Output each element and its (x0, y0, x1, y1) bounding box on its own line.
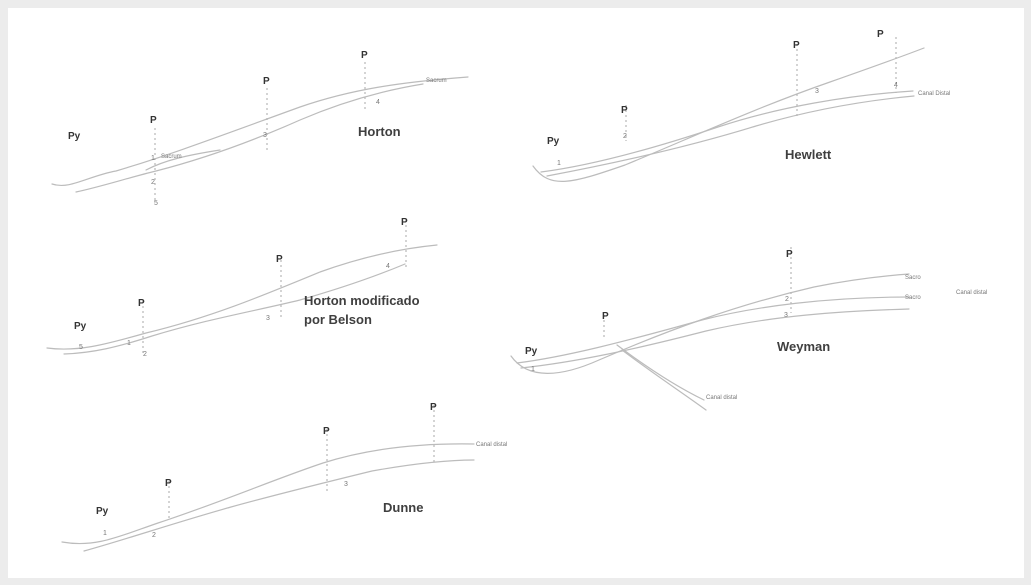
horton-title: Horton (358, 124, 401, 139)
belson-sub-4: 4 (386, 263, 390, 270)
dunne-sub-1: 1 (103, 530, 107, 537)
dunne-sub-2: 2 (152, 532, 156, 539)
hewlett-sub-4: 4 (894, 82, 898, 89)
dunne-p-label-2: P (323, 426, 330, 437)
belson-sub-3: 3 (266, 315, 270, 322)
weyman-bottom-label: Canal distal (706, 395, 737, 401)
horton-sub-5: 5 (154, 200, 158, 207)
hewlett-sub-3: 3 (815, 88, 819, 95)
weyman-diagram: Py P P 1 2 3 Sacro Sacro Canal distal Ca… (510, 247, 987, 411)
belson-sub-2: 2 (143, 351, 147, 358)
hewlett-py-label: Py (547, 136, 560, 147)
hewlett-sub-1: 1 (557, 160, 561, 167)
dunne-p-label-1: P (165, 478, 172, 489)
belson-title-line-1: Horton modificado (304, 293, 420, 308)
horton-label-small: Sacrum (161, 154, 182, 160)
belson-py-label: Py (74, 321, 87, 332)
horton-sub-4: 4 (376, 99, 380, 106)
belson-title-line-2: por Belson (304, 312, 372, 327)
horton-p-label-1: P (150, 115, 157, 126)
weyman-sub-3: 3 (784, 312, 788, 319)
weyman-sub-1: 1 (531, 366, 535, 373)
dunne-sub-3: 3 (344, 481, 348, 488)
horton-sub-1: 1 (151, 155, 155, 162)
belson-p-label-2: P (276, 254, 283, 265)
belson-p-label-3: P (401, 217, 408, 228)
hewlett-p-label-3: P (877, 29, 884, 40)
hewlett-p-label-1: P (621, 105, 628, 116)
weyman-py-label: Py (525, 346, 538, 357)
dunne-right-label: Canal distal (476, 442, 507, 448)
hewlett-diagram: Py P P P 1 2 3 4 Canal Distal Hewlett (532, 29, 950, 182)
dunne-p-label-3: P (430, 402, 437, 413)
belson-sub-5: 5 (79, 344, 83, 351)
horton-p-label-2: P (263, 76, 270, 87)
weyman-title: Weyman (777, 339, 830, 354)
hewlett-p-label-2: P (793, 40, 800, 51)
weyman-right-label-2: Sacro (905, 295, 921, 301)
dunne-diagram: Py P P P 1 2 3 Canal distal Dunne (61, 402, 507, 552)
horton-p-label-3: P (361, 50, 368, 61)
horton-diagram: Py P P P 1 2 3 4 5 Sacrum Sacrum Horton (51, 50, 469, 207)
horton-label-colon: Sacrum (426, 78, 447, 84)
horton-py-label: Py (68, 131, 81, 142)
weyman-right-label-1: Sacro (905, 275, 921, 281)
belson-sub-1: 1 (127, 340, 131, 347)
dunne-py-label: Py (96, 506, 109, 517)
belson-diagram: Py P P P 1 2 3 4 5 Horton modificado por… (46, 217, 438, 358)
weyman-right-label-3: Canal distal (956, 290, 987, 296)
weyman-p-label-1: P (602, 311, 609, 322)
hewlett-right-label: Canal Distal (918, 91, 950, 97)
hewlett-sub-2: 2 (623, 133, 627, 140)
belson-title: Horton modificado por Belson (304, 293, 423, 327)
weyman-sub-2: 2 (785, 296, 789, 303)
hewlett-title: Hewlett (785, 147, 832, 162)
dunne-title: Dunne (383, 500, 423, 515)
weyman-p-label-2: P (786, 249, 793, 260)
belson-p-label-1: P (138, 298, 145, 309)
horton-sub-3: 3 (263, 132, 267, 139)
horton-sub-2: 2 (151, 179, 155, 186)
